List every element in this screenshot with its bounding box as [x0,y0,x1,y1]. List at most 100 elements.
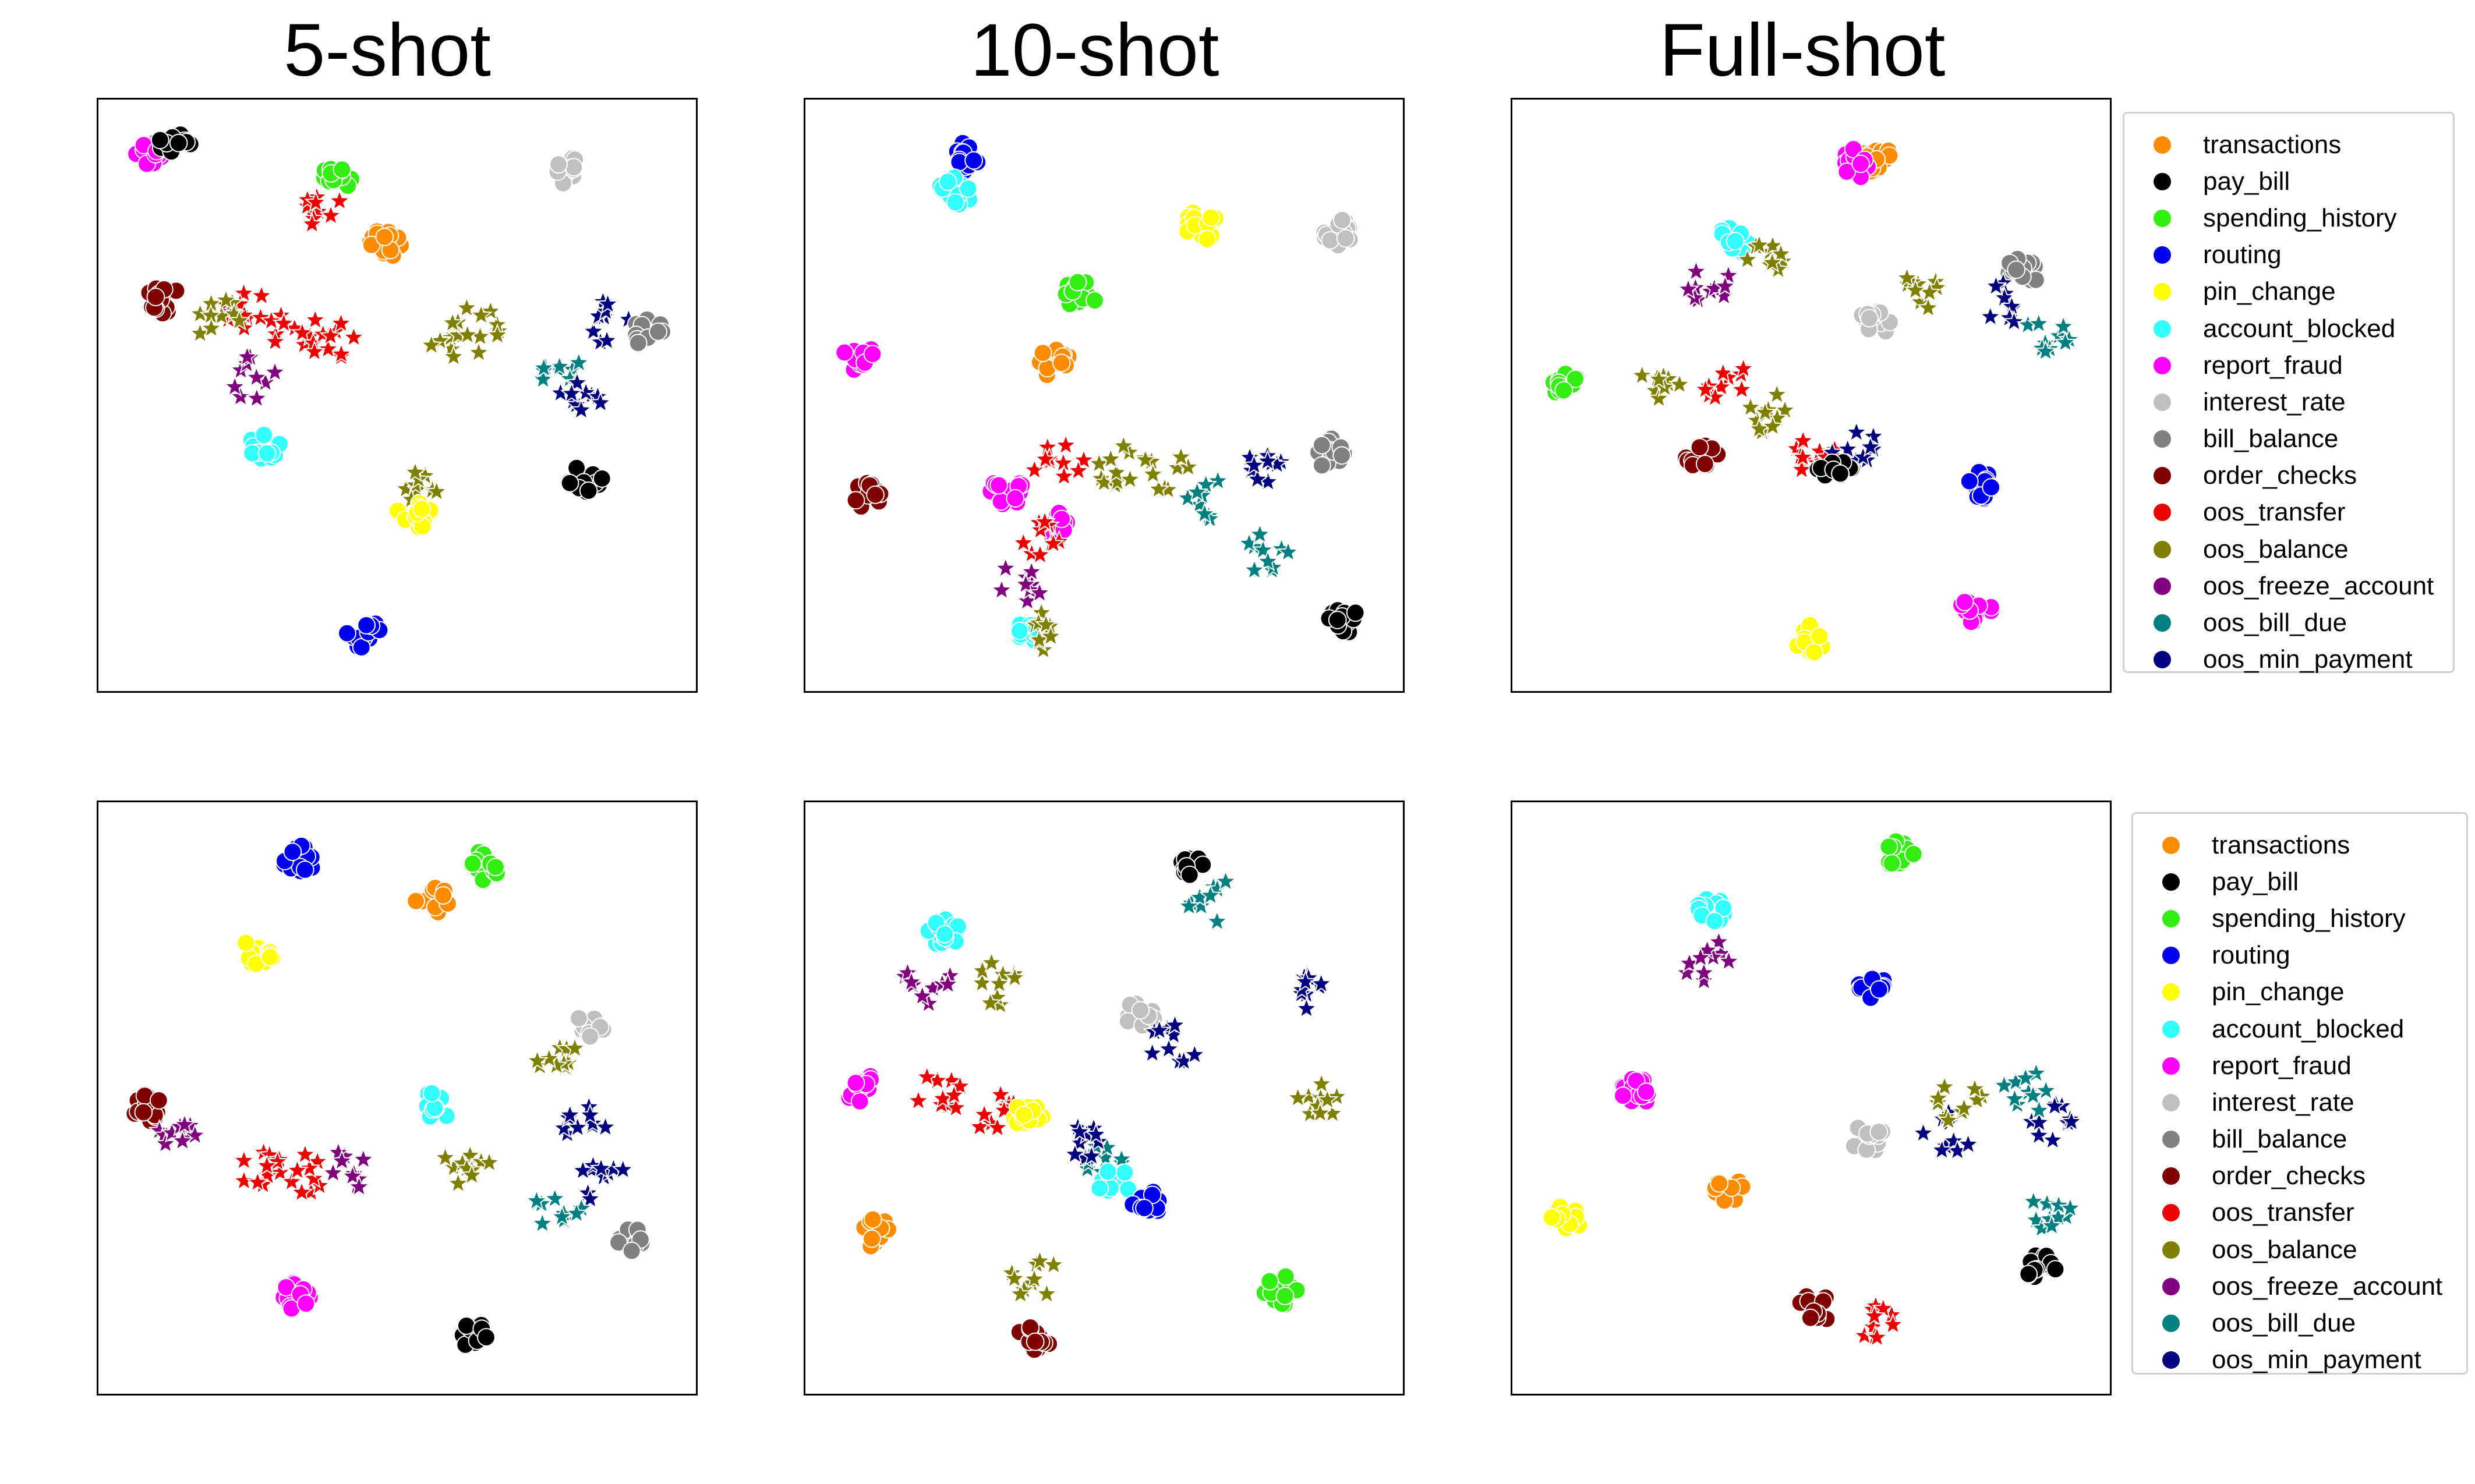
point-report_fraud [850,1092,869,1111]
point-bill_balance [1312,435,1331,455]
series-interest_rate [1845,1118,1891,1160]
series-interest_rate [1852,302,1899,341]
point-star-oos_balance [1933,1075,1956,1097]
point-order_checks [1690,438,1709,457]
point-star-oos_min_payment [2002,310,2026,332]
point-star-oos_balance [467,341,490,363]
point-star-oos_bill_due [1214,869,1238,892]
point-star-oos_min_payment [578,1103,602,1125]
scatter-panel-10-shot-row2 [804,801,1405,1396]
point-star-oos_balance [420,333,443,356]
series-oos_min_payment [1063,964,1333,1168]
point-star-oos_transfer [232,1168,256,1191]
point-star-oos_transfer [907,1089,930,1111]
legend-label: report_fraud [2203,350,2343,380]
legend-item-report_fraud: report_fraud [2145,1047,2455,1084]
point-star-oos_transfer [1865,1325,1889,1348]
legend-swatch [2162,1167,2180,1185]
series-pin_change [1178,203,1225,249]
point-star-oos_min_payment [1256,449,1279,472]
point-star-oos_min_payment [2060,1110,2083,1132]
point-routing [964,151,984,170]
legend-label: pin_change [2203,277,2336,306]
legend-item-oos_freeze_account: oos_freeze_account [2145,1268,2455,1305]
point-star-oos_freeze_account [1713,274,1737,296]
point-star-oos_transfer [272,311,296,334]
legend-swatch [2154,651,2171,669]
point-transactions [1033,343,1052,363]
point-star-oos_bill_due [1110,1147,1133,1170]
point-pay_bill [2046,1260,2065,1279]
legend-item-oos_freeze_account: oos_freeze_account [2136,568,2441,604]
legend-label: interest_rate [2212,1088,2354,1117]
series-routing [1960,462,2001,508]
legend-item-oos_min_payment: oos_min_payment [2145,1342,2455,1379]
point-account_blocked [959,179,978,198]
point-pin_change [1014,1106,1034,1124]
point-star-oos_transfer [290,1180,313,1203]
point-star-oos_balance [1765,382,1788,405]
legend-label: oos_freeze_account [2203,571,2434,600]
legend-label: order_checks [2203,461,2357,490]
point-star-oos_balance [1169,445,1193,467]
series-spending_history [463,842,506,890]
point-account_blocked [1098,1162,1118,1181]
point-star-oos_transfer [915,1065,939,1088]
legend-label: routing [2203,240,2282,270]
point-star-oos_balance [1761,414,1784,437]
point-star-oos_freeze_account [1717,263,1740,286]
point-star-oos_balance [479,299,503,321]
point-star-oos_balance [1917,296,1940,318]
point-interest_rate [564,158,584,177]
point-interest_rate [1336,229,1355,248]
point-star-oos_bill_due [2052,314,2075,337]
legend-label: account_blocked [2203,314,2396,343]
series-routing [947,133,987,180]
point-star-oos_bill_due [2003,1087,2027,1109]
point-star-oos_bill_due [550,1205,574,1227]
point-star-oos_balance [200,316,223,339]
point-star-oos_freeze_account [1014,572,1038,594]
point-star-oos_balance [988,972,1011,994]
legend-item-order_checks: order_checks [2145,1158,2455,1195]
point-routing [295,860,314,879]
point-star-oos_min_payment [1163,1013,1187,1036]
point-pay_bill [1328,611,1347,629]
scatter-panel-full-shot-row2 [1511,801,2112,1396]
point-star-oos_balance [1003,966,1027,988]
point-star-oos_freeze_account [1677,277,1700,299]
series-pay_bill [150,125,611,501]
point-star-oos_balance [1769,242,1792,264]
point-star-oos_balance [486,323,509,345]
legend-swatch [2154,246,2171,264]
series-oos_freeze_account [1675,930,1741,991]
point-star-oos_transfer [973,1103,996,1125]
series-pay_bill [1808,453,1861,485]
legend-item-oos_balance: oos_balance [2136,531,2441,568]
point-bill_balance [1312,456,1331,475]
point-star-oos_balance [1760,250,1784,273]
series-report_fraud [840,1067,880,1111]
point-star-oos_balance [1286,1086,1310,1108]
legend-label: oos_min_payment [2203,645,2413,674]
legend-item-pin_change: pin_change [2136,274,2441,310]
point-star-oos_balance [1952,1096,1976,1118]
legend-item-bill_balance: bill_balance [2145,1121,2455,1158]
point-star-oos_freeze_account [341,1164,365,1187]
point-account_blocked [1115,1163,1134,1182]
series-report_fraud [274,1273,319,1318]
point-star-oos_balance [1034,612,1058,635]
point-pay_bill [169,133,188,153]
point-star-oos_balance [1647,367,1671,389]
point-star-oos_freeze_account [1717,949,1741,972]
point-star-oos_transfer [1034,447,1057,470]
legend-label: account_blocked [2212,1014,2405,1043]
series-report_fraud [835,340,1076,546]
point-order_checks [146,288,165,307]
legend-label: report_fraud [2212,1051,2352,1080]
point-pay_bill [592,469,611,488]
point-star-oos_transfer [1731,356,1755,379]
point-star-oos_min_payment [1993,286,2016,308]
legend-swatch [2154,430,2171,448]
